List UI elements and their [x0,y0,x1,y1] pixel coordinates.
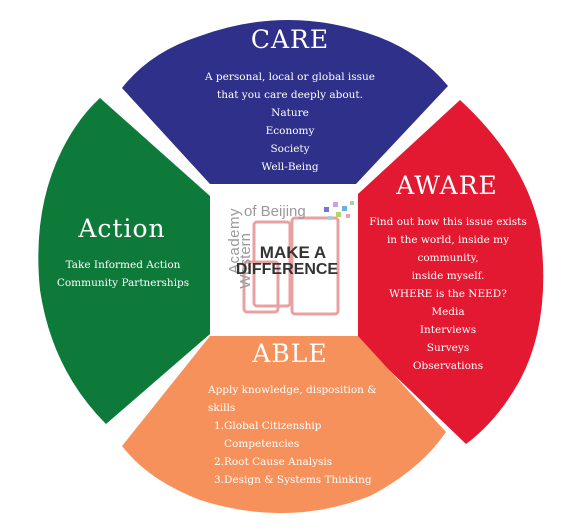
able-intro-line: Apply knowledge, disposition & [208,384,377,396]
able-list-item: Competencies [224,438,300,450]
action-text: Take Informed Action Community Partnersh… [40,256,206,292]
care-line: A personal, local or global issue [204,71,376,83]
care-title: CARE [250,25,330,54]
aware-line: in the world, inside my [386,234,510,246]
action-line: Take Informed Action [65,259,181,271]
care-text: A personal, local or global issue that y… [180,68,400,176]
able-title: ABLE [252,339,328,368]
seal-icon [242,216,340,316]
care-line: Society [270,143,310,155]
aware-line: community, [417,252,479,264]
able-intro: Apply knowledge, disposition & skills [208,381,408,417]
care-line: Nature [271,107,309,119]
aware-line: WHERE is the NEED? [389,288,507,300]
aware-segment [358,100,544,444]
able-list-item: 2.Root Cause Analysis [214,456,333,468]
care-line: that you care deeply about. [217,89,363,101]
able-list-item: 3.Design & Systems Thinking [214,474,372,486]
aware-line: Find out how this issue exists [369,216,527,228]
aware-line: Surveys [426,342,470,354]
able-intro-line: skills [208,402,236,414]
logo-of-beijing: of Beijing [244,203,306,220]
center-logo [242,201,354,316]
action-line: Community Partnerships [56,277,190,289]
care-line: Well-Being [261,161,319,173]
aware-line: inside myself. [411,270,485,282]
aware-title: AWARE [396,171,498,200]
action-title: Action [78,214,166,243]
aware-line: Media [431,306,465,318]
aware-line: Observations [412,360,484,372]
slogan-line-1: MAKE A [259,243,327,262]
able-segment [122,336,446,514]
aware-line: Interviews [419,324,477,336]
pixel-dots-icon [324,201,354,220]
able-list: 1.Global Citizenship Competencies 2.Root… [214,417,414,489]
action-segment [38,98,210,424]
slogan-line-2: DIFFERENCE [235,261,339,278]
care-line: Economy [265,125,315,137]
able-list-item: 1.Global Citizenship [214,420,322,432]
aware-text: Find out how this issue exists in the wo… [362,213,534,375]
care-segment [122,20,448,184]
